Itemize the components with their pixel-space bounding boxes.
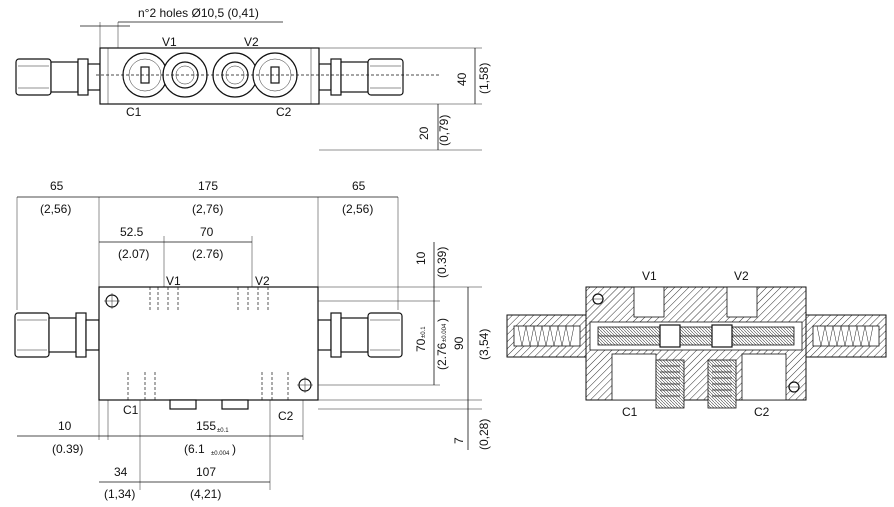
front-label-v1: V1 <box>166 274 181 288</box>
dim-107-in: (4,21) <box>190 487 221 501</box>
top-label-v1: V1 <box>162 35 177 49</box>
dim-34-in: (1,34) <box>104 487 135 501</box>
svg-text:(6.1: (6.1 <box>184 442 205 456</box>
svg-text:(2.76: (2.76 <box>435 342 449 370</box>
dim-34: 34 <box>114 465 128 479</box>
dim-7: 7 <box>452 437 466 444</box>
dim-52-5: 52.5 <box>120 225 144 239</box>
front-right-fitting <box>317 312 403 358</box>
dim-10-top-in: (0.39) <box>435 247 449 278</box>
svg-text:70: 70 <box>414 338 428 352</box>
dim-40-in: (1,58) <box>477 63 491 94</box>
svg-text:±0.004: ±0.004 <box>211 451 230 457</box>
top-left-fitting <box>15 58 101 96</box>
top-label-c2: C2 <box>276 105 292 119</box>
dim-10-left: 10 <box>58 419 72 433</box>
dim-65-right-in: (2,56) <box>342 202 373 216</box>
dim-155: 155 ±0.1 <box>196 419 229 434</box>
dim-7-in: (0,28) <box>477 419 491 450</box>
front-left-fitting <box>14 312 100 358</box>
front-valve-body <box>98 286 319 401</box>
top-label-c1: C1 <box>126 105 142 119</box>
dim-65-left-in: (2,56) <box>40 202 71 216</box>
section-right-fitting <box>805 314 887 358</box>
dim-155-in: (6.1 ±0.004 ) <box>184 442 236 457</box>
svg-text:155: 155 <box>196 419 216 433</box>
svg-text:): ) <box>232 442 236 456</box>
front-label-v2: V2 <box>255 274 270 288</box>
dim-52-5-in: (2.07) <box>118 247 149 261</box>
dim-70-in: (2.76) <box>192 247 223 261</box>
svg-text:±0.1: ±0.1 <box>421 326 427 338</box>
dim-90: 90 <box>452 336 466 350</box>
section-view: V1 V2 C1 C2 <box>506 269 887 419</box>
front-label-c1: C1 <box>123 403 139 417</box>
dim-20: 20 <box>417 126 431 140</box>
dim-90-in: (3,54) <box>477 329 491 360</box>
top-right-fitting <box>318 58 404 96</box>
section-label-v2: V2 <box>734 269 749 283</box>
dim-70-vert-in: (2.76 ±0.004 ) <box>435 318 449 370</box>
dim-70: 70 <box>200 225 214 239</box>
dim-40: 40 <box>455 72 469 86</box>
dim-20-in: (0,79) <box>437 115 451 146</box>
section-label-v1: V1 <box>642 269 657 283</box>
dim-107: 107 <box>196 465 216 479</box>
dim-65-left: 65 <box>50 179 64 193</box>
holes-note: n°2 holes Ø10,5 (0,41) <box>138 6 259 20</box>
svg-text:±0.1: ±0.1 <box>217 428 229 434</box>
front-view: 65 (2,56) 175 (2,76) 65 (2,56) 52.5 (2.0… <box>14 179 491 501</box>
section-label-c1: C1 <box>622 405 638 419</box>
dim-175-in: (2,76) <box>192 202 223 216</box>
section-left-fitting <box>506 314 588 358</box>
section-label-c2: C2 <box>754 405 770 419</box>
dim-10-left-in: (0.39) <box>52 442 83 456</box>
top-label-v2: V2 <box>244 35 259 49</box>
front-label-c2: C2 <box>278 409 294 423</box>
svg-text:±0.004: ±0.004 <box>442 323 448 342</box>
dim-175: 175 <box>198 179 218 193</box>
top-view: n°2 holes Ø10,5 (0,41) V1 V2 C1 C2 40 (1… <box>15 6 491 151</box>
dim-70-vert: 70 ±0.1 <box>414 326 428 352</box>
dim-10-top: 10 <box>414 251 428 265</box>
svg-text:): ) <box>435 318 449 322</box>
dim-65-right: 65 <box>352 179 366 193</box>
